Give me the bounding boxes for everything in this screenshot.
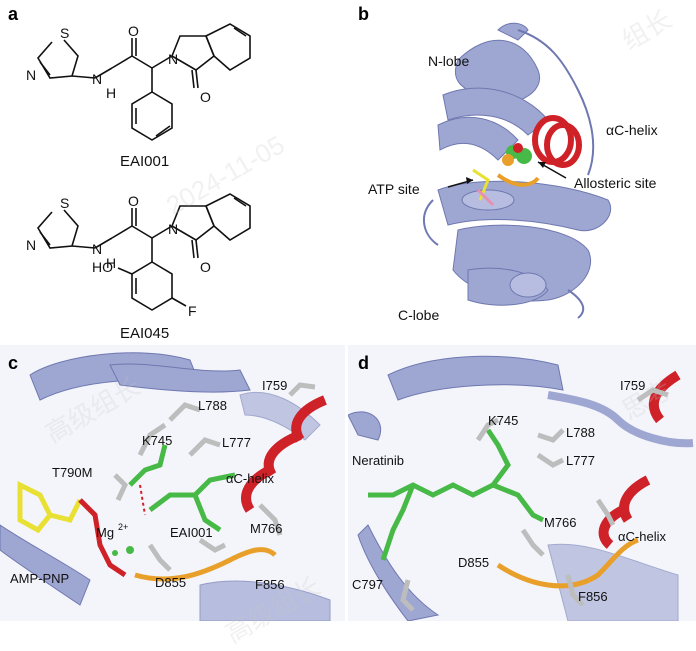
label-atp-site: ATP site <box>368 181 420 197</box>
eai001-atom-o2: O <box>200 89 211 105</box>
eai001-atom-n1: N <box>26 67 36 83</box>
eai001-atom-o1: O <box>128 23 139 39</box>
label-d855-d: D855 <box>458 555 489 570</box>
label-i759-d: I759 <box>620 378 645 393</box>
eai045-atom-n2: N <box>168 221 178 237</box>
label-k745-c: K745 <box>142 433 172 448</box>
label-ac-helix-d: αC-helix <box>618 529 666 544</box>
panel-letter-d: d <box>358 353 369 373</box>
label-f856-c: F856 <box>255 577 285 592</box>
label-m766-d: M766 <box>544 515 577 530</box>
eai045-atom-nh-n: N <box>92 241 102 257</box>
eai001-atom-n2: N <box>168 51 178 67</box>
ac-helix-c <box>241 395 328 513</box>
eai045-atom-nh-h: H <box>106 255 116 271</box>
eai001-atom-s: S <box>60 25 69 41</box>
panel-d: d <box>348 345 696 621</box>
eai045-atom-o2: O <box>200 259 211 275</box>
label-l777-d: L777 <box>566 453 595 468</box>
panel-letter-a: a <box>8 4 19 24</box>
label-n-lobe: N-lobe <box>428 53 469 69</box>
eai045-structure <box>37 193 251 311</box>
label-mg-charge-c: 2+ <box>118 522 128 532</box>
label-c-lobe: C-lobe <box>398 307 439 323</box>
panel-a: a <box>0 0 345 340</box>
eai001-atom-nh-n: N <box>92 71 102 87</box>
label-m766-c: M766 <box>250 521 283 536</box>
label-l788-c: L788 <box>198 398 227 413</box>
label-allosteric-site: Allosteric site <box>574 175 657 191</box>
label-f856-d: F856 <box>578 589 608 604</box>
neratinib-sticks <box>368 428 545 561</box>
eai045-name: EAI045 <box>120 325 169 340</box>
kinase-ribbon: N-lobe αC-helix ATP site Allosteric site… <box>368 22 658 323</box>
panel-c: c <box>0 345 345 621</box>
panel-letter-b: b <box>358 4 369 24</box>
panel-letter-c: c <box>8 353 19 373</box>
panel-d-structure: I759 K745 L788 Neratinib L777 M766 αC-he… <box>348 345 696 621</box>
ac-helix-d <box>598 370 681 549</box>
label-ac-helix-b: αC-helix <box>606 122 658 138</box>
eai045-atom-f: F <box>188 303 197 319</box>
label-d855-c: D855 <box>155 575 186 590</box>
eai045-atom-o1: O <box>128 193 139 209</box>
label-l788-d: L788 <box>566 425 595 440</box>
ac-helix-b <box>532 115 582 168</box>
label-eai001-c: EAI001 <box>170 525 213 540</box>
eai001-structure <box>37 23 251 141</box>
label-i759-c: I759 <box>262 378 287 393</box>
eai045-atom-s: S <box>60 195 69 211</box>
eai045-atom-n1: N <box>26 237 36 253</box>
compound-structures: S N N H O N O EAI001 S N N H O N O HO F … <box>26 23 251 340</box>
panel-c-structure: I759 L788 K745 L777 T790M αC-helix Mg 2+… <box>0 345 345 621</box>
eai045-atom-ho: HO <box>92 259 113 275</box>
label-c797-d: C797 <box>352 577 383 592</box>
eai001-atom-nh-h: H <box>106 85 116 101</box>
label-amp-pnp-c: AMP-PNP <box>10 571 69 586</box>
label-k745-d: K745 <box>488 413 518 428</box>
panel-b: b <box>348 0 696 340</box>
label-mg-c: Mg <box>96 525 114 540</box>
label-ac-helix-c: αC-helix <box>226 471 274 486</box>
label-neratinib-d: Neratinib <box>352 453 404 468</box>
label-t790m-c: T790M <box>52 465 92 480</box>
eai001-name: EAI001 <box>120 153 169 170</box>
label-l777-c: L777 <box>222 435 251 450</box>
